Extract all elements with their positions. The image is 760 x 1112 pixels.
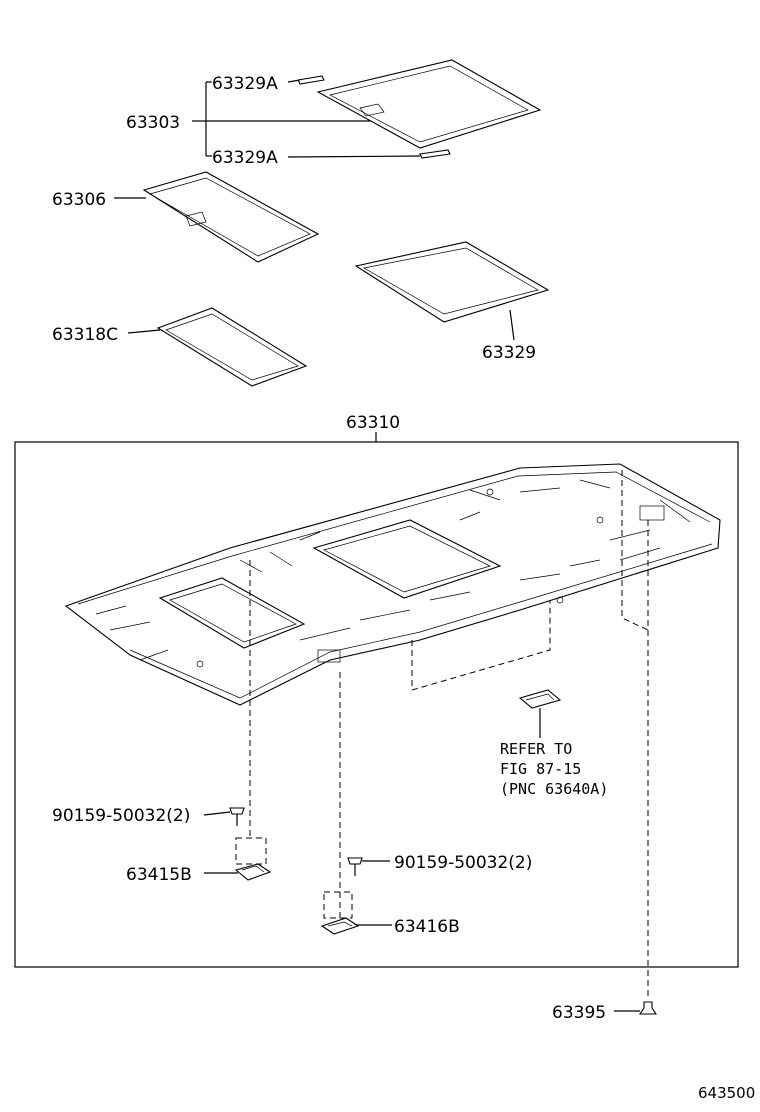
clip-63395: [638, 1001, 658, 1015]
dashed-guides: [249, 470, 649, 1000]
label-90159-right: 90159-50032(2): [394, 853, 532, 873]
seal-strip-63329A-bottom: [419, 149, 451, 159]
label-63395: 63395: [552, 1003, 606, 1023]
refer-line-2: FIG 87-15: [500, 760, 581, 778]
figure-number: 643500: [698, 1084, 755, 1102]
refer-line-1: REFER TO: [500, 740, 572, 758]
sunshade-63306: [142, 171, 320, 263]
label-63415B: 63415B: [126, 865, 192, 885]
glass-panel-63303: [316, 59, 542, 149]
lamp-part-63640A: [518, 689, 562, 709]
screw-90159-left: [229, 807, 245, 826]
leader-bracket-63303: [192, 79, 421, 158]
label-63318C: 63318C: [52, 325, 118, 345]
holder-63415B: [234, 837, 272, 881]
headliner-63310: [64, 463, 721, 706]
label-63329: 63329: [482, 343, 536, 363]
leader-90159-left: [203, 811, 231, 816]
label-90159-left: 90159-50032(2): [52, 806, 190, 826]
label-63306: 63306: [52, 190, 106, 210]
garnish-63318C: [156, 307, 308, 387]
holder-63416B: [320, 891, 360, 935]
screw-90159-right: [347, 857, 363, 876]
label-63310: 63310: [346, 413, 400, 433]
assembly-frame-63310: [14, 441, 739, 968]
label-63329A-top: 63329A: [212, 74, 278, 94]
label-63329A-bottom: 63329A: [212, 148, 278, 168]
leader-63318C: [127, 329, 161, 334]
seal-strip-63329A-top: [297, 75, 325, 85]
label-63416B: 63416B: [394, 917, 460, 937]
refer-line-3: (PNC 63640A): [500, 780, 608, 798]
weatherstrip-63329: [354, 241, 550, 323]
label-63303: 63303: [126, 113, 180, 133]
leader-63329: [509, 309, 515, 341]
